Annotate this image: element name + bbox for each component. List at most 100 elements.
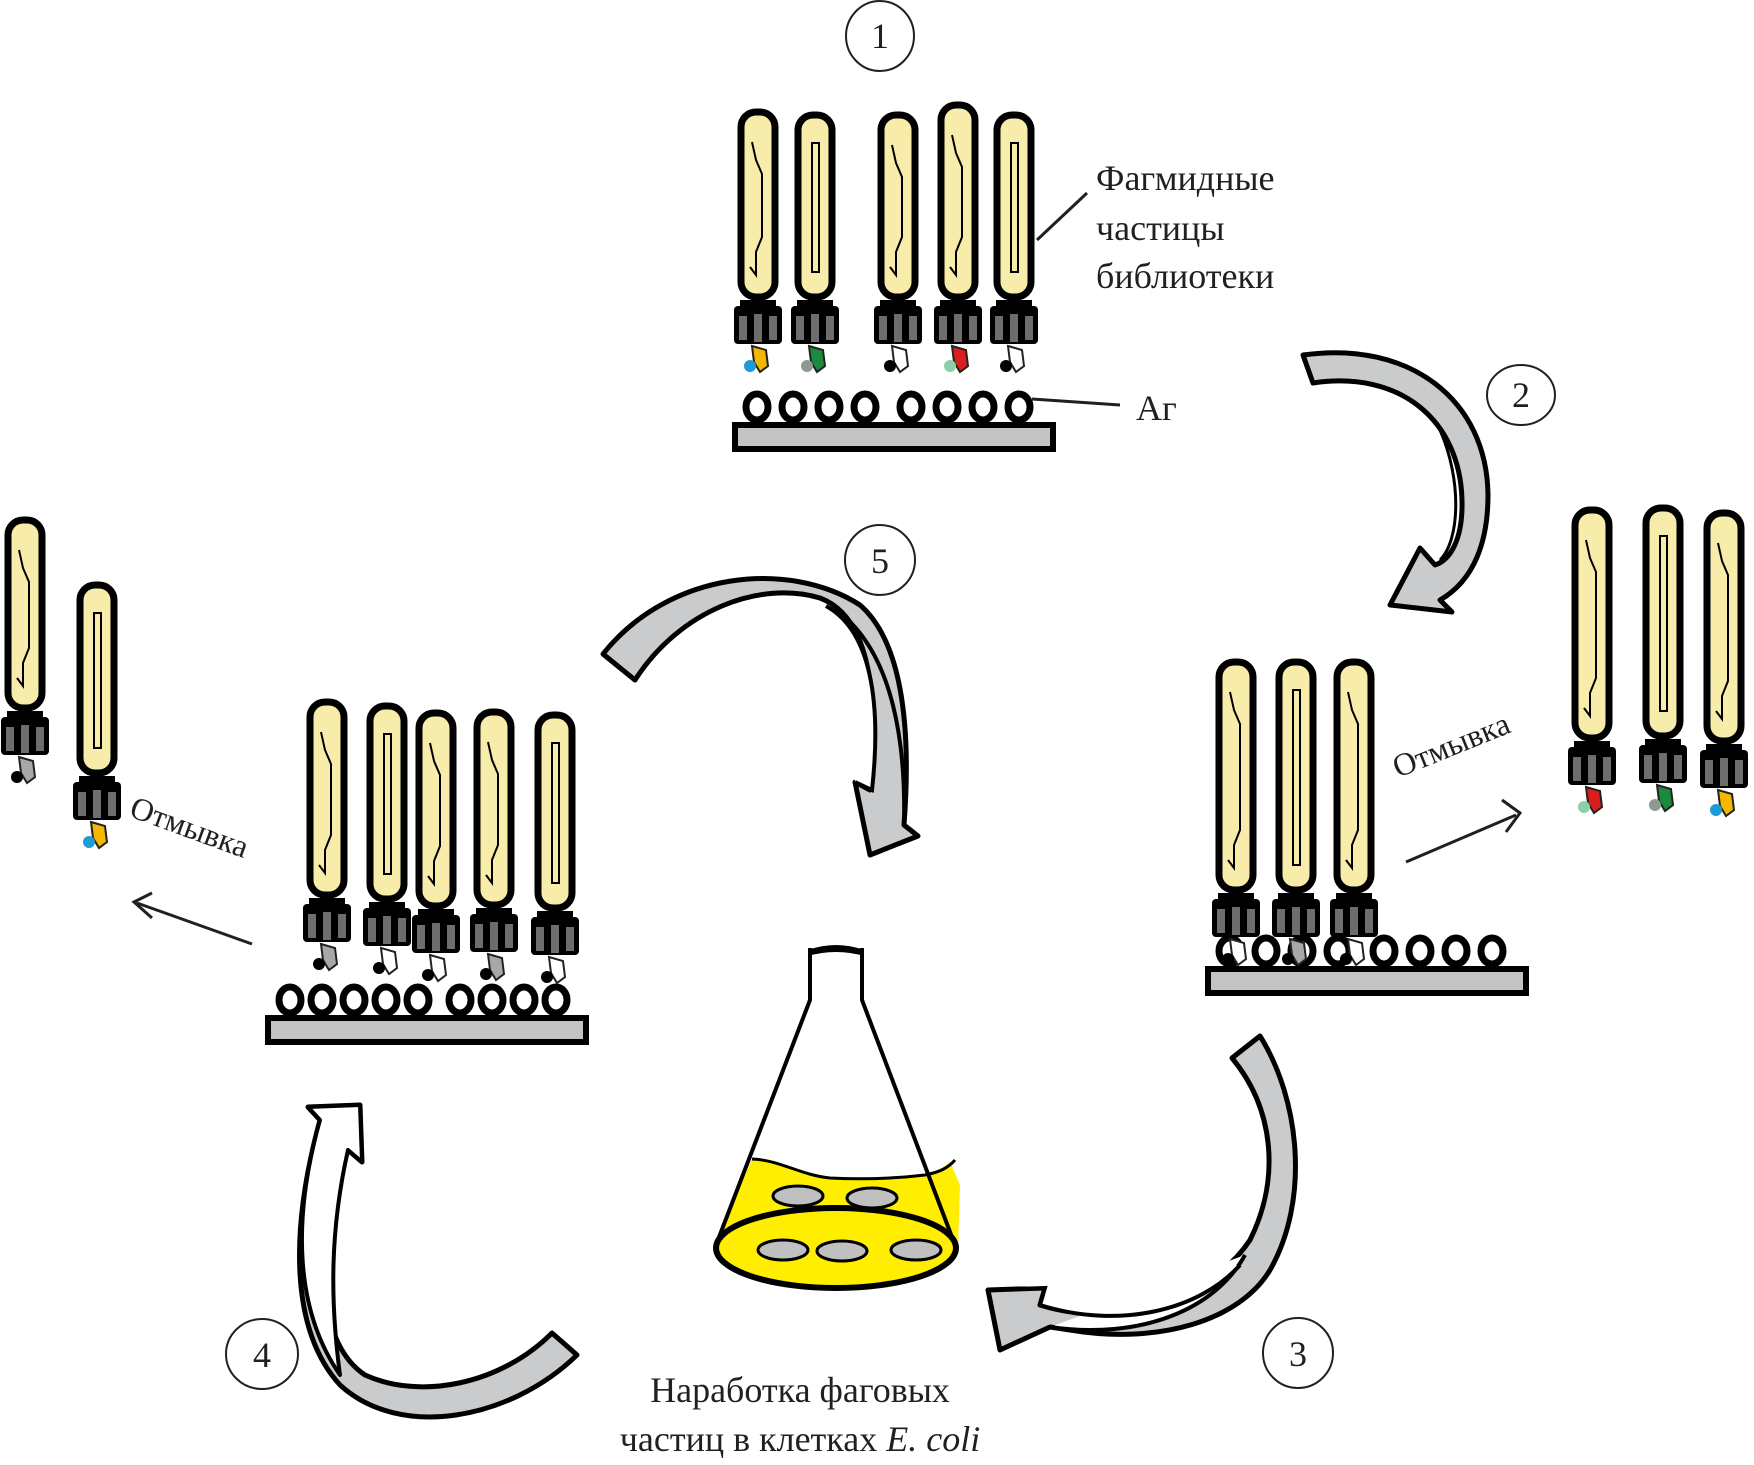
phage-dna <box>1345 691 1359 871</box>
phage-dna <box>93 612 102 749</box>
antigen-molecule <box>1251 934 1281 968</box>
displayed-antibody-red <box>944 344 970 374</box>
plate-surface <box>1205 966 1529 996</box>
displayed-antibody-white <box>1222 937 1248 967</box>
phage-particle <box>412 709 460 983</box>
phage-capsid <box>1703 509 1745 745</box>
displayed-antibody-white <box>541 955 567 985</box>
phage-dna <box>1292 689 1301 866</box>
step-marker-1: 1 <box>845 0 915 72</box>
displayed-antibody-gray <box>1282 937 1308 967</box>
displayed-antibody-white <box>1000 344 1026 374</box>
antigen-molecule <box>932 390 962 424</box>
antigen-molecule <box>1405 934 1435 968</box>
phage-dna <box>383 733 392 875</box>
step-number-5: 5 <box>871 541 889 581</box>
phage-particle <box>734 108 782 374</box>
phage-capsid <box>306 698 348 899</box>
production-label-prefix: частиц в клетках <box>620 1419 886 1459</box>
ecoli-cell <box>815 1239 869 1263</box>
wash-left: Отмывка <box>126 789 254 946</box>
phage-particle <box>1212 658 1260 967</box>
phage-dna <box>1227 691 1241 871</box>
phage-capsid <box>4 516 46 712</box>
washed-out-phages-right <box>1568 504 1748 818</box>
phage-particle <box>1272 658 1320 967</box>
phage-dna <box>811 142 820 273</box>
displayed-antibody-gray <box>11 755 37 785</box>
library-label-line3: библиотеки <box>1096 256 1274 296</box>
production-label-line1: Наработка фаговых <box>650 1370 950 1410</box>
library-leader-line <box>1035 191 1089 242</box>
displayed-antibody-yellow-blue <box>1710 788 1736 818</box>
antigen-molecule <box>307 983 337 1017</box>
phage-dna <box>749 141 763 278</box>
phage-capsid <box>366 702 408 903</box>
phage-particle <box>874 111 922 374</box>
antigen-callout: Аг <box>1031 388 1177 428</box>
antigen-plate <box>265 983 589 1045</box>
phage-capsid <box>534 711 576 912</box>
phage-capsid <box>877 111 919 301</box>
antigen-molecule <box>968 390 998 424</box>
step-marker-4: 4 <box>225 1318 299 1390</box>
antigen-molecule <box>403 983 433 1017</box>
phage-dna <box>551 742 560 884</box>
antigen-molecule <box>778 390 808 424</box>
antigen-plate <box>1205 934 1529 996</box>
antigen-molecule <box>339 983 369 1017</box>
phage-capsid <box>937 101 979 301</box>
production-caption: Наработка фаговых частиц в клетках E. co… <box>620 1370 980 1459</box>
displayed-antibody-red <box>1578 785 1604 815</box>
ecoli-cell <box>756 1238 810 1262</box>
panel-library-binding <box>732 101 1056 452</box>
antigen-molecule <box>275 983 305 1017</box>
library-label-line1: Фагмидные <box>1096 158 1275 198</box>
phage-capsid <box>415 709 457 910</box>
antigen-label: Аг <box>1136 388 1177 428</box>
phage-dna <box>949 134 963 278</box>
step-number-3: 3 <box>1289 1334 1307 1374</box>
phage-dna <box>1659 535 1668 712</box>
phage-capsid <box>76 581 118 777</box>
displayed-antibody-white <box>422 953 448 983</box>
displayed-antibody-green <box>1649 783 1675 813</box>
displayed-antibody-gray <box>313 942 339 972</box>
phage-particle <box>1639 504 1687 813</box>
panel-after-round1 <box>1205 658 1529 996</box>
plate-surface <box>265 1015 589 1045</box>
phage-capsid <box>794 111 836 301</box>
step-marker-5: 5 <box>844 524 916 596</box>
phage-particle <box>73 581 121 850</box>
phage-dna <box>1715 542 1729 722</box>
library-callout: Фагмидные частицы библиотеки <box>1035 158 1275 296</box>
wash-left-arrow <box>136 901 253 946</box>
phage-dna <box>485 741 499 886</box>
wash-left-label: Отмывка <box>126 789 254 865</box>
arrow-step-3 <box>985 1033 1298 1353</box>
phage-dna <box>1583 539 1597 719</box>
plate-surface <box>732 422 1056 452</box>
antigen-molecule <box>1477 934 1507 968</box>
phage-capsid <box>737 108 779 301</box>
phage-capsid <box>1275 658 1317 894</box>
antigen-molecule <box>742 390 772 424</box>
displayed-antibody-white <box>1340 937 1366 967</box>
ecoli-cell <box>845 1186 899 1210</box>
antigen-plate <box>732 390 1056 452</box>
library-label-line2: частицы <box>1096 208 1225 248</box>
washed-out-phages-left <box>1 516 121 850</box>
step-number-1: 1 <box>871 16 889 56</box>
arrow-step-2 <box>1300 350 1491 615</box>
step-number-4: 4 <box>253 1335 271 1375</box>
phage-capsid <box>473 708 515 909</box>
phage-particle <box>990 111 1038 374</box>
arrow-step-5 <box>600 576 921 858</box>
displayed-antibody-green <box>801 344 827 374</box>
phage-dna <box>889 144 903 278</box>
antigen-molecule <box>371 983 401 1017</box>
panel-after-round2 <box>265 698 589 1045</box>
phage-particle <box>303 698 351 972</box>
production-label-line2: частиц в клетках E. coli <box>620 1419 980 1459</box>
